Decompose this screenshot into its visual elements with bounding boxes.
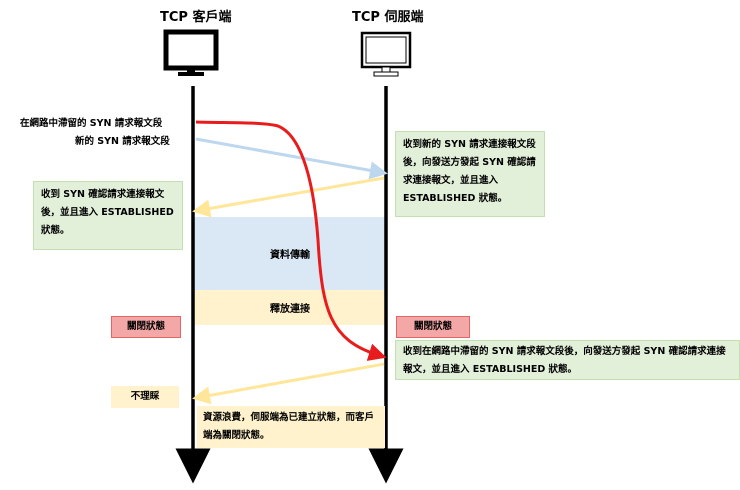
- server-computer-icon: [360, 31, 412, 77]
- stale-syn-label: 在網路中滯留的 SYN 請求報文段: [20, 118, 163, 129]
- new-syn-arrow: [195, 137, 388, 180]
- client-receive-ack-text: 收到 SYN 確認請求連接報文後，並且進入 ESTABLISHED 狀態。: [41, 189, 174, 236]
- release-region: 釋放連接: [194, 290, 386, 325]
- ignore-text: 不理睬: [130, 391, 160, 402]
- syn-ack-arrow-2: [192, 362, 385, 405]
- data-transfer-region: 資料傳輸: [194, 217, 386, 290]
- client-closed-badge: 關閉狀態: [111, 316, 181, 338]
- resource-waste-text: 資源浪費，伺服端為已建立狀態，而客戶端為關閉狀態。: [203, 412, 375, 441]
- stale-syn-arrow: [195, 120, 387, 361]
- new-syn-label: 新的 SYN 請求報文段: [75, 136, 170, 147]
- server-receive-stale-note: 收到在網路中滯留的 SYN 請求報文段後，向發送方發起 SYN 確認請求連接報文…: [395, 340, 740, 380]
- client-closed-text: 關閉狀態: [126, 321, 165, 332]
- client-title: TCP 客戶端: [160, 10, 232, 25]
- server-receive-stale-text: 收到在網路中滯留的 SYN 請求報文段後，向發送方發起 SYN 確認請求連接報文…: [403, 346, 726, 375]
- server-title: TCP 伺服端: [352, 10, 424, 25]
- data-transfer-label: 資料傳輸: [270, 250, 310, 261]
- syn-ack-arrow-1: [192, 176, 385, 218]
- server-closed-text: 關閉狀態: [413, 321, 452, 332]
- release-label: 釋放連接: [270, 304, 310, 315]
- client-receive-ack-note: 收到 SYN 確認請求連接報文後，並且進入 ESTABLISHED 狀態。: [33, 181, 183, 250]
- server-receive-new-note: 收到新的 SYN 請求連接報文段後，向發送方發起 SYN 確認請求連接報文，並且…: [395, 131, 545, 217]
- server-receive-new-text: 收到新的 SYN 請求連接報文段後，向發送方發起 SYN 確認請求連接報文，並且…: [403, 139, 536, 204]
- ignore-badge: 不理睬: [111, 386, 179, 408]
- client-computer-icon: [163, 29, 219, 76]
- server-closed-badge: 關閉狀態: [396, 316, 470, 338]
- resource-waste-note: 資源浪費，伺服端為已建立狀態，而客戶端為關閉狀態。: [197, 406, 385, 448]
